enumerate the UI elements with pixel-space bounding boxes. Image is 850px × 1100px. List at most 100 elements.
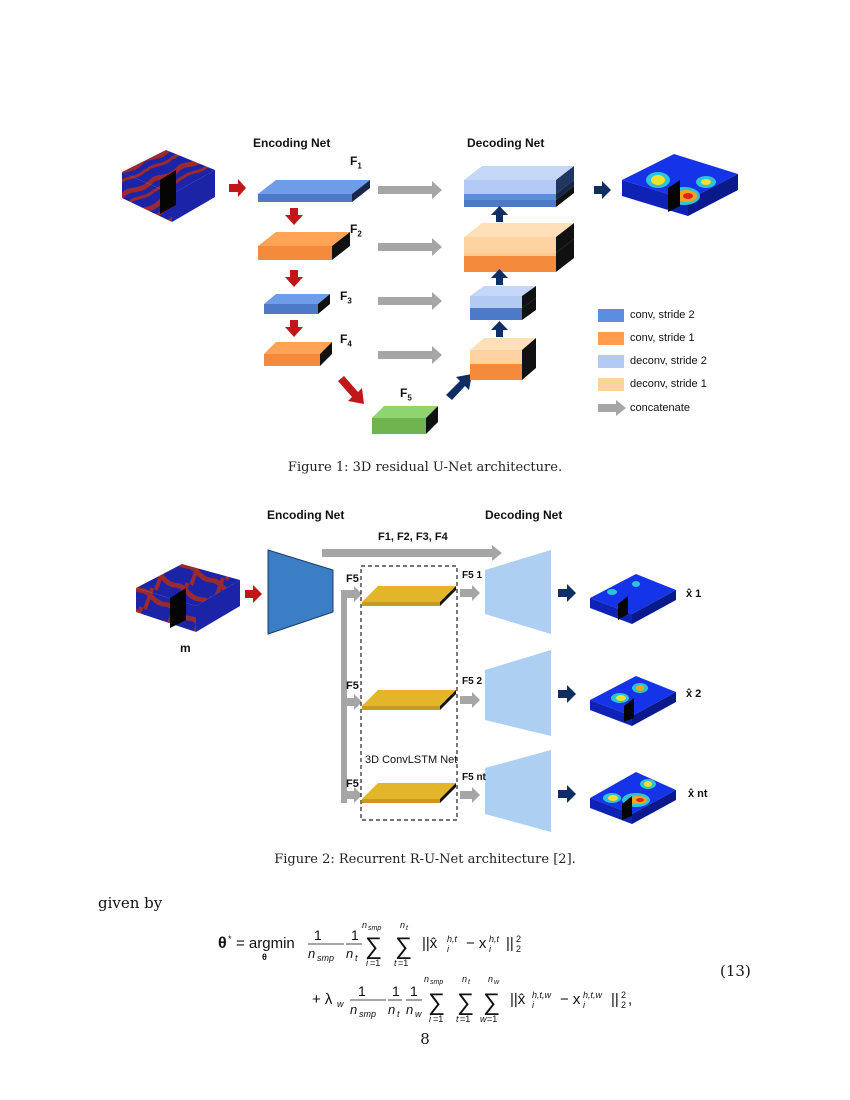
page-number: 8: [420, 1030, 430, 1048]
decoding-net-label-2: Decoding Net: [485, 508, 563, 522]
svg-text:t: t: [406, 925, 409, 932]
svg-text:n: n: [308, 946, 315, 961]
label-f1: F1: [350, 154, 362, 171]
output-volume-2: [590, 676, 676, 726]
navy-arrow-icon: [558, 785, 576, 803]
svg-text:w: w: [494, 979, 500, 986]
decoder-block-2: [464, 223, 574, 272]
navy-arrow-icon: [558, 685, 576, 703]
gray-arrow-icon: [460, 692, 480, 708]
convlstm-slab-2: [362, 690, 456, 710]
svg-text:||x̂: ||x̂: [510, 991, 526, 1008]
svg-text:,: ,: [628, 991, 632, 1008]
f5-label-1: F5: [346, 573, 359, 585]
legend-label-conv-stride-1: conv, stride 1: [630, 332, 695, 344]
svg-text:n: n: [346, 946, 353, 961]
navy-arrow-icon: [594, 181, 611, 199]
svg-text:= argmin: = argmin: [236, 935, 295, 952]
legend-label-deconv-stride-2: deconv, stride 2: [630, 355, 707, 367]
svg-text:w: w: [337, 999, 344, 1009]
svg-text:h,t,w: h,t,w: [532, 990, 552, 1000]
svg-text:n: n: [350, 1002, 357, 1017]
convlstm-slab-1: [362, 586, 456, 606]
label-f2: F2: [350, 222, 362, 239]
svg-text:=1: =1: [433, 1014, 443, 1024]
svg-text:− x: − x: [466, 935, 487, 952]
svg-text:+ λ: + λ: [312, 991, 333, 1008]
equation-number: (13): [720, 962, 751, 980]
output-2-label: x̂ 2: [686, 688, 702, 700]
input-m-label: m: [180, 641, 191, 655]
svg-text:1: 1: [358, 983, 366, 999]
decoder-block-2: [485, 650, 551, 736]
label-f3: F3: [340, 289, 352, 306]
decoder-block-3: [485, 750, 551, 832]
svg-text:n: n: [462, 974, 467, 984]
decoder-block-1: [485, 550, 551, 634]
navy-arrow-icon: [558, 584, 576, 602]
svg-text:i: i: [429, 1014, 432, 1024]
figure-2-diagram: [136, 545, 676, 832]
svg-text:n: n: [400, 920, 405, 930]
legend-swatch-conv-stride-1: [598, 332, 624, 345]
svg-text:i: i: [532, 1000, 535, 1010]
svg-text:t: t: [468, 979, 471, 986]
encoding-net-label-2: Encoding Net: [267, 508, 345, 522]
block-f1: [258, 180, 370, 202]
encoder-block: [267, 549, 334, 635]
input-m-volume: [136, 564, 240, 632]
legend-swatch-conv-stride-2: [598, 309, 624, 322]
f5-label-2: F5: [346, 680, 359, 692]
svg-text:t: t: [355, 953, 358, 963]
label-f5: F5: [400, 386, 412, 403]
svg-text:=1: =1: [487, 1014, 497, 1024]
skip-connection-arrow: [322, 545, 502, 561]
figure-1-caption: Figure 1: 3D residual U-Net architecture…: [287, 460, 563, 475]
svg-text:2: 2: [621, 1000, 626, 1010]
navy-arrow-icon: [446, 374, 472, 400]
svg-text:1: 1: [410, 983, 418, 999]
svg-text:n: n: [488, 974, 493, 984]
figure-2: Encoding Net Decoding Net: [0, 500, 850, 880]
svg-text:∑: ∑: [428, 989, 445, 1016]
svg-text:t: t: [397, 1009, 400, 1019]
svg-text:i: i: [583, 1000, 586, 1010]
svg-text:||: ||: [506, 935, 514, 952]
f5-2-label: F5 2: [462, 676, 483, 687]
svg-text:1: 1: [314, 927, 322, 943]
gray-arrow-icon: [460, 787, 480, 803]
concatenate-arrows: [378, 181, 442, 364]
svg-text:∑: ∑: [395, 933, 412, 960]
svg-text:=1: =1: [460, 1014, 470, 1024]
skip-connection-label: F1, F2, F3, F4: [378, 531, 448, 543]
convlstm-slab-3: [362, 783, 456, 803]
f5-nt-label: F5 nt: [462, 772, 486, 783]
given-by-text: given by: [98, 894, 163, 912]
svg-text:h,t: h,t: [447, 934, 458, 944]
decoding-net-label: Decoding Net: [467, 136, 545, 150]
block-f2: [258, 232, 350, 260]
svg-text:w: w: [415, 1009, 422, 1019]
svg-text:w: w: [480, 1014, 487, 1024]
legend-swatch-deconv-stride-1: [598, 378, 624, 391]
output-volume-1: [590, 574, 676, 624]
block-f4: [264, 342, 332, 366]
svg-text:=1: =1: [370, 958, 380, 968]
svg-text:θ: θ: [262, 952, 267, 962]
svg-text:1: 1: [392, 983, 400, 999]
red-arrow-icon: [285, 208, 303, 225]
encoding-net-label: Encoding Net: [253, 136, 331, 150]
red-arrow-icon: [285, 270, 303, 287]
svg-text:i: i: [489, 944, 492, 954]
svg-text:∑: ∑: [365, 933, 382, 960]
svg-text:2: 2: [621, 990, 626, 1000]
svg-text:n: n: [362, 920, 367, 930]
svg-text:n: n: [388, 1002, 395, 1017]
svg-text:θ: θ: [218, 935, 227, 952]
decoder-block-3: [470, 286, 536, 320]
legend-label-concatenate: concatenate: [630, 402, 690, 414]
svg-text:||: ||: [611, 991, 619, 1008]
svg-text:smp: smp: [368, 925, 381, 932]
